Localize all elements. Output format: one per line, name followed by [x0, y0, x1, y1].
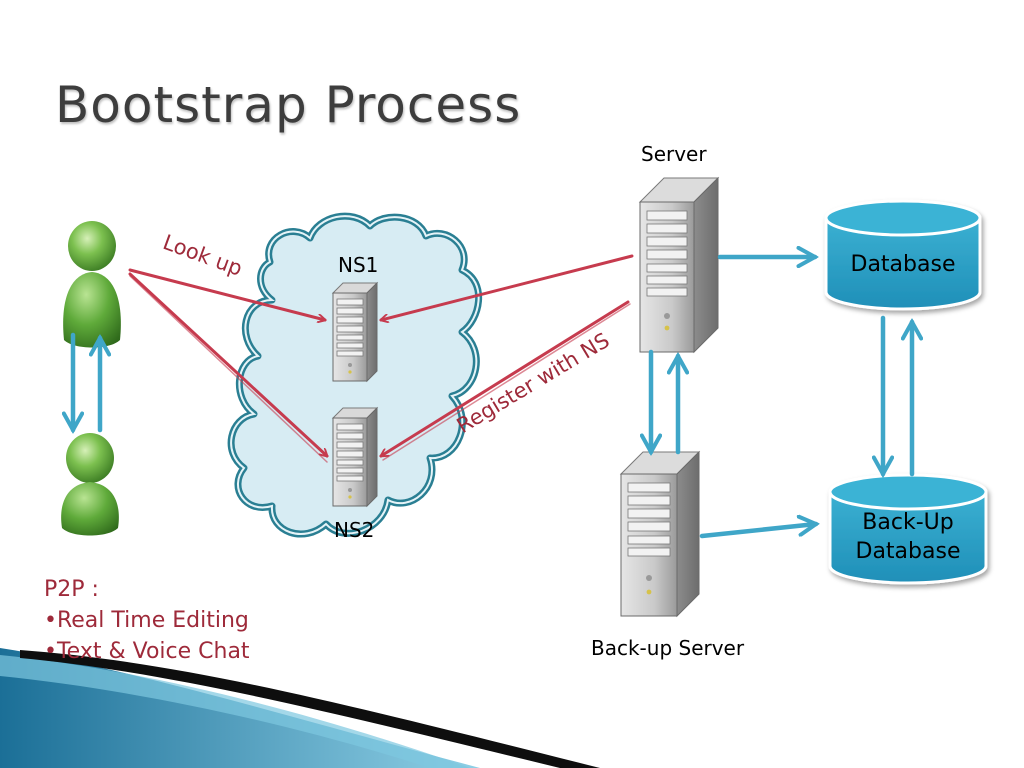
p2p-heading: P2P :: [44, 577, 99, 602]
backup-database-cylinder: [828, 473, 988, 585]
backupserver-to-backupdb-arrow: [699, 524, 816, 539]
lookup-arrow-ns1: [128, 268, 325, 320]
backup-database-label-line2: Database: [855, 539, 961, 564]
ns2-label: NS2: [334, 518, 375, 542]
p2p-item: •Real Time Editing: [44, 608, 249, 633]
backup-server-icon: [619, 450, 701, 618]
p2p-notes: P2P : •Real Time Editing •Text & Voice C…: [44, 574, 250, 667]
user-icon-top: [63, 221, 121, 348]
p2p-item: •Text & Voice Chat: [44, 639, 250, 664]
corner-swoosh-decoration: [0, 648, 600, 768]
user-icon-bottom: [61, 433, 119, 536]
backup-database-label-line1: Back-Up: [862, 510, 954, 535]
slide-title: Bootstrap Process: [55, 76, 522, 134]
register-arrow-ns1: [381, 254, 634, 320]
ns1-server-icon: [331, 281, 379, 383]
database-label: Database: [850, 252, 956, 277]
register-arrow-ns2: [381, 300, 630, 458]
blue-arrows: [73, 257, 912, 539]
ns2-server-icon: [331, 406, 379, 508]
backup-database-label: Back-Up Database: [830, 508, 986, 566]
backup-server-label: Back-up Server: [591, 636, 745, 660]
ns1-label: NS1: [338, 253, 379, 277]
main-server-icon: [638, 176, 720, 354]
database-cylinder: [824, 199, 982, 311]
lookup-arrow-ns2: [128, 272, 327, 456]
red-arrows: [128, 254, 634, 463]
server-label: Server: [641, 142, 707, 166]
